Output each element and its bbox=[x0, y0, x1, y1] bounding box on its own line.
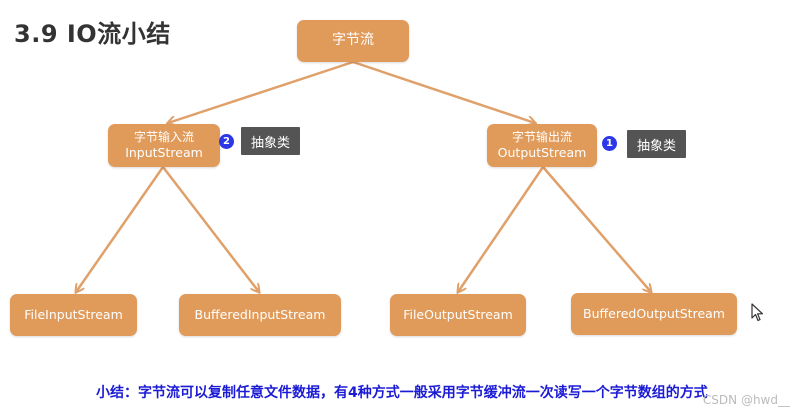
node-input-stream-en: InputStream bbox=[125, 145, 203, 161]
page-title: 3.9 IO流小结 bbox=[14, 20, 171, 48]
node-file-output-stream: FileOutputStream bbox=[390, 294, 526, 336]
node-byte-stream-label: 字节流 bbox=[332, 32, 374, 49]
node-output-stream-cn: 字节输出流 bbox=[511, 130, 572, 145]
abstract-class-tag-output: 抽象类 bbox=[627, 130, 686, 158]
arrow-input-to-file-input bbox=[76, 166, 165, 292]
arrow-root-to-input bbox=[168, 60, 354, 123]
abstract-class-tag-input: 抽象类 bbox=[241, 127, 300, 155]
arrow-root-to-output bbox=[352, 60, 535, 123]
node-buffered-output-stream-label: BufferedOutputStream bbox=[583, 306, 725, 322]
watermark-text: CSDN @hwd__ bbox=[702, 393, 790, 407]
node-input-stream-cn: 字节输入流 bbox=[133, 130, 194, 145]
mouse-pointer-icon bbox=[751, 303, 764, 322]
badge-output: 1 bbox=[602, 136, 617, 151]
node-buffered-output-stream: BufferedOutputStream bbox=[571, 293, 737, 335]
arrow-input-to-buffered-input bbox=[162, 166, 259, 292]
node-output-stream: 字节输出流 OutputStream bbox=[487, 124, 597, 167]
arrow-output-to-file-output bbox=[458, 166, 545, 292]
node-file-input-stream: FileInputStream bbox=[10, 294, 137, 336]
node-input-stream: 字节输入流 InputStream bbox=[108, 124, 220, 167]
node-file-output-stream-label: FileOutputStream bbox=[403, 307, 513, 323]
node-buffered-input-stream-label: BufferedInputStream bbox=[194, 307, 326, 323]
arrow-output-to-buffered-output bbox=[542, 166, 651, 292]
node-file-input-stream-label: FileInputStream bbox=[24, 307, 123, 323]
badge-input: 2 bbox=[219, 134, 234, 149]
node-buffered-input-stream: BufferedInputStream bbox=[179, 294, 341, 336]
node-byte-stream: 字节流 bbox=[297, 20, 409, 62]
node-output-stream-en: OutputStream bbox=[497, 145, 587, 161]
summary-text: 小结：字节流可以复制任意文件数据，有4种方式一般采用字节缓冲流一次读写一个字节数… bbox=[96, 385, 708, 401]
